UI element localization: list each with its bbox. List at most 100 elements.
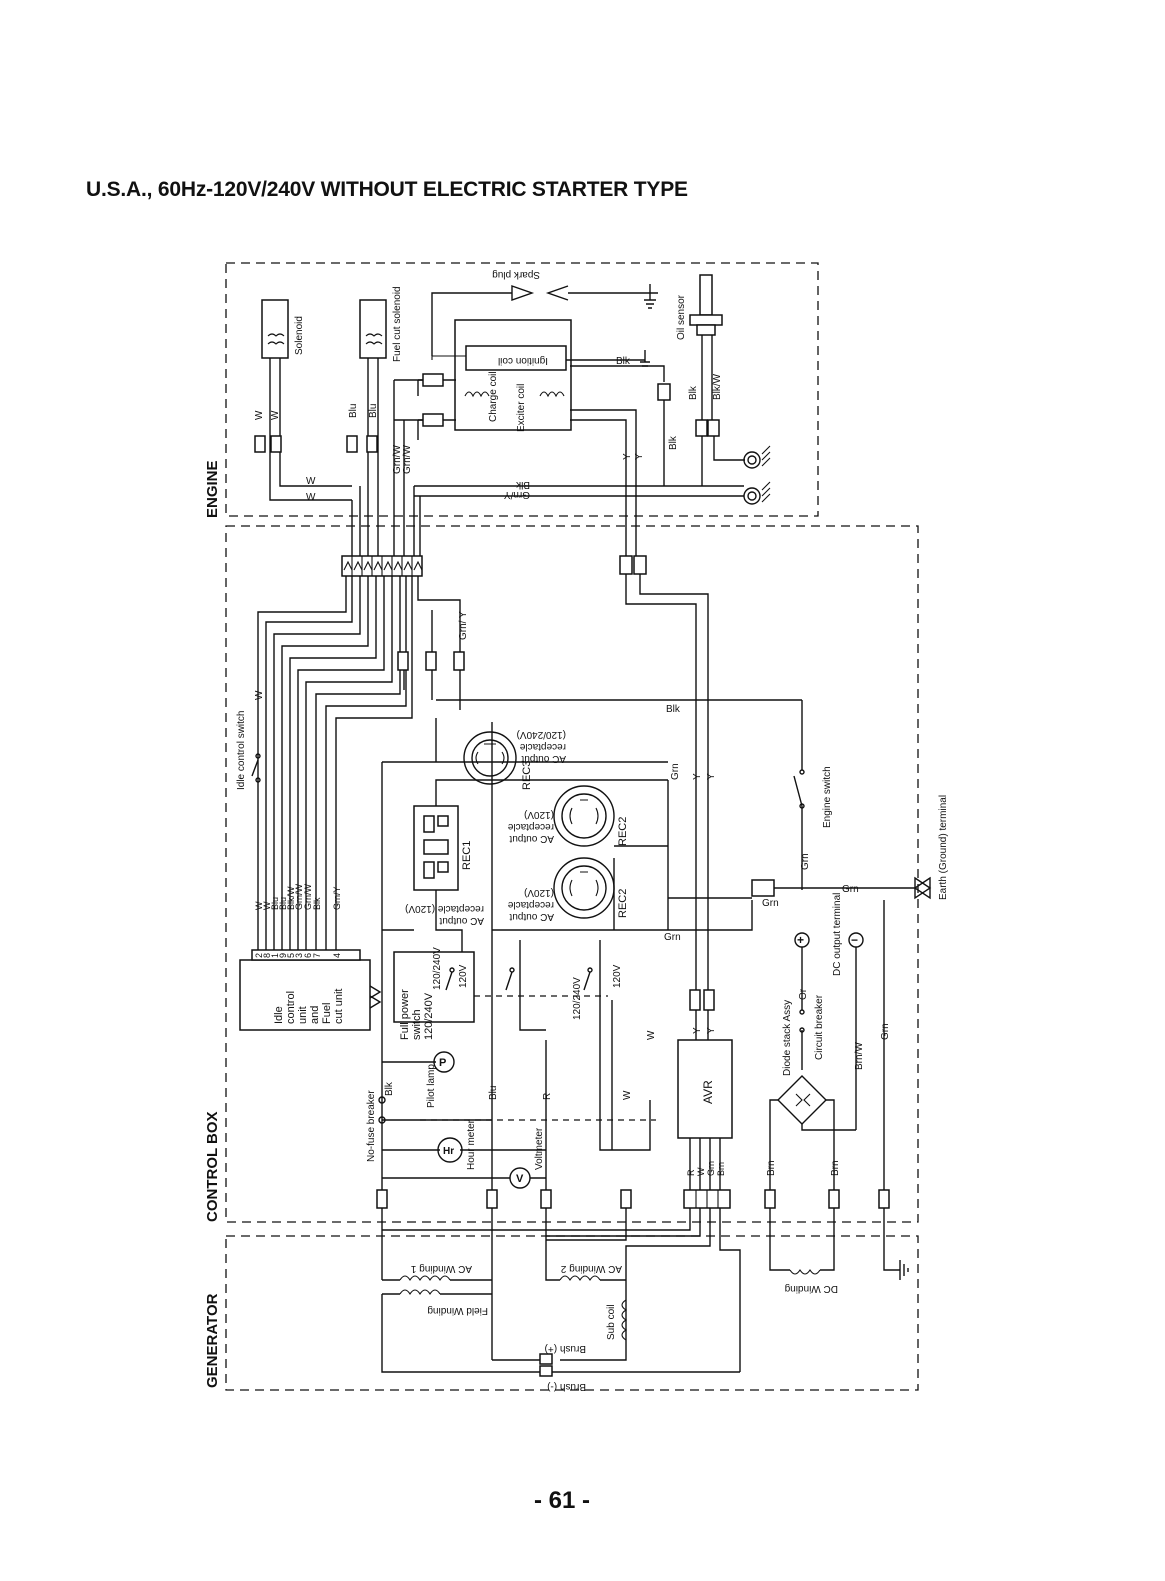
wire-label-blk-top: Blk — [515, 479, 530, 490]
connector-avr-y-2 — [703, 989, 715, 1011]
dc-output-terminal: + − DC output terminal Brn/W Grn — [794, 893, 891, 1190]
solenoid-label: Solenoid — [294, 316, 305, 355]
bottom-connectors — [376, 1189, 890, 1209]
connector-charge-2 — [422, 413, 444, 427]
pin-8: 8 — [262, 953, 272, 958]
solenoid-connectors — [254, 435, 378, 453]
wire-label-y-avr-2: Y — [706, 1027, 717, 1034]
oil-sensor-label: Oil sensor — [676, 294, 687, 340]
wire-label-brn-1: Brn — [766, 1160, 777, 1176]
idle-control-unit-text-4: and — [309, 1006, 321, 1024]
pin-9: 9 — [278, 953, 288, 958]
pinwire-9: Grn/Y — [332, 886, 342, 910]
rec3-text-1: AC output — [521, 753, 566, 764]
idle-control-switch: Idle control switch W — [236, 690, 265, 790]
rec2-lower-text-1: AC output — [509, 911, 554, 922]
wire-label-blkw-oil: Blk/W — [712, 373, 723, 400]
pinwire-3: Blu — [270, 897, 280, 910]
ground-symbols-engine — [743, 445, 771, 505]
fps-text-1: Full power — [399, 989, 411, 1040]
wire-label-blk-ign: Blk — [616, 356, 631, 367]
pinwire-8: Blk — [312, 897, 322, 910]
pin-5: 5 — [286, 953, 296, 958]
sub-coil: Sub coil — [560, 1299, 628, 1361]
main-connector-block — [341, 555, 423, 577]
rec3-text-3: (120/240V) — [517, 729, 566, 740]
ac-winding-1-label: AC Winding 1 — [410, 1263, 472, 1274]
pin-4: 4 — [332, 953, 342, 958]
diode-stack: Diode stack Assy Brn Brn — [766, 1000, 856, 1190]
idle-unit-pins: 2 8 1 9 5 3 6 7 4 — [254, 953, 342, 958]
fps-text-3: 120/240V — [423, 992, 435, 1040]
voltmeter-symbol: V — [516, 1173, 524, 1185]
wire-label-y-1: Y — [622, 453, 633, 460]
wire-label-grnw-2: Grn/W — [402, 445, 413, 474]
wire-label-or: Or — [798, 988, 809, 1000]
idle-control-unit-text-6: cut unit — [333, 989, 345, 1024]
rec2-upper-label: REC2 — [617, 817, 629, 846]
rec2-upper-text-3: (120V) — [524, 809, 554, 820]
idle-control-switch-label: Idle control switch — [236, 711, 247, 790]
earth-terminal: Earth (Ground) terminal Grn Grn Grn — [650, 795, 949, 943]
hour-meter-label: Hour meter — [466, 1119, 477, 1170]
engine-switch: Engine switch Grn — [793, 700, 833, 890]
pin-6: 6 — [303, 953, 313, 958]
pin-3: 3 — [294, 953, 304, 958]
rec1-text-2: receptacle (120V) — [405, 903, 484, 914]
avr: AVR R W Grn Brn — [677, 1039, 733, 1190]
wire-label-grn-es: Grn — [800, 853, 811, 870]
wire-label-y-2: Y — [634, 453, 645, 460]
diode-stack-label: Diode stack Assy — [782, 1000, 793, 1076]
fps-text-2: switch — [411, 1009, 423, 1040]
rec1-label: REC1 — [461, 841, 473, 870]
engine-switch-label: Engine switch — [822, 766, 833, 828]
idle-control-unit-text-1: Idle — [273, 1006, 285, 1024]
wire-label-w-fps: W — [646, 1030, 657, 1040]
circuit-breaker-label: Circuit breaker — [814, 994, 825, 1060]
fps-120v-1: 120V — [458, 964, 469, 988]
pin-7: 7 — [312, 953, 322, 958]
ignition-coil: Ignition coil Charge coil Exciter coil — [431, 319, 650, 432]
rec1-text-1: AC output — [439, 915, 484, 926]
idle-control-unit-text-3: unit — [297, 1006, 309, 1024]
generator-section-label: GENERATOR — [204, 1293, 221, 1388]
wire-label-grny-slash: Grn/ Y — [458, 611, 469, 640]
wire-label-w-idle: W — [254, 690, 265, 700]
wire-label-w-2: W — [270, 410, 281, 420]
brush-plus-label: Brush (+) — [545, 1343, 586, 1354]
connector-charge-1 — [422, 373, 444, 387]
wire-label-blu-ctrl: Blu — [488, 1086, 499, 1100]
engine-section-border — [225, 262, 819, 517]
wire-label-r-ctrl: R — [542, 1093, 553, 1100]
avr-pin-w: W — [696, 1167, 706, 1176]
wire-label-y-mid-1: Y — [692, 773, 703, 780]
rec2-lower-text-2: receptacle — [507, 899, 554, 910]
fps-120v-2: 120V — [612, 964, 623, 988]
dc-winding-label: DC Winding — [785, 1283, 838, 1294]
fps-120-240-2: 120/240V — [572, 977, 583, 1020]
connector-h-3 — [453, 651, 465, 671]
dc-winding: DC Winding — [769, 1208, 838, 1294]
wire-label-grnw-1: Grn/W — [392, 445, 403, 474]
full-power-switch: Full power switch 120/240V 120V 120/240V… — [393, 947, 623, 1040]
generator-section-border — [225, 1235, 919, 1391]
hour-meter-symbol: Hr — [443, 1146, 454, 1157]
field-winding-label: Field Winding — [427, 1305, 488, 1316]
wire-label-grn-earth: Grn — [842, 884, 859, 895]
wire-label-blk-ctrl: Blk — [666, 704, 681, 715]
sub-coil-label: Sub coil — [606, 1304, 617, 1340]
rec2-upper-text-1: AC output — [509, 833, 554, 844]
wire-label-grny-top: Grn/Y — [504, 489, 530, 500]
idle-control-unit-text-2: control — [285, 991, 297, 1024]
spark-plug: Spark plug — [431, 269, 658, 356]
rec2-upper-text-2: receptacle — [507, 821, 554, 832]
ac-winding-2: AC Winding 2 — [545, 1250, 626, 1282]
oil-sensor: Oil sensor Blk Blk/W — [676, 274, 745, 486]
fuel-cut-solenoid-label: Fuel cut solenoid — [392, 286, 403, 362]
rec2-lower: REC2 AC output receptacle (120V) — [507, 857, 629, 922]
wire-label-grn-dc: Grn — [880, 1023, 891, 1040]
control-box-section-border — [225, 525, 919, 1223]
wire-label-w-3: W — [306, 476, 316, 487]
pin-1: 1 — [270, 953, 280, 958]
